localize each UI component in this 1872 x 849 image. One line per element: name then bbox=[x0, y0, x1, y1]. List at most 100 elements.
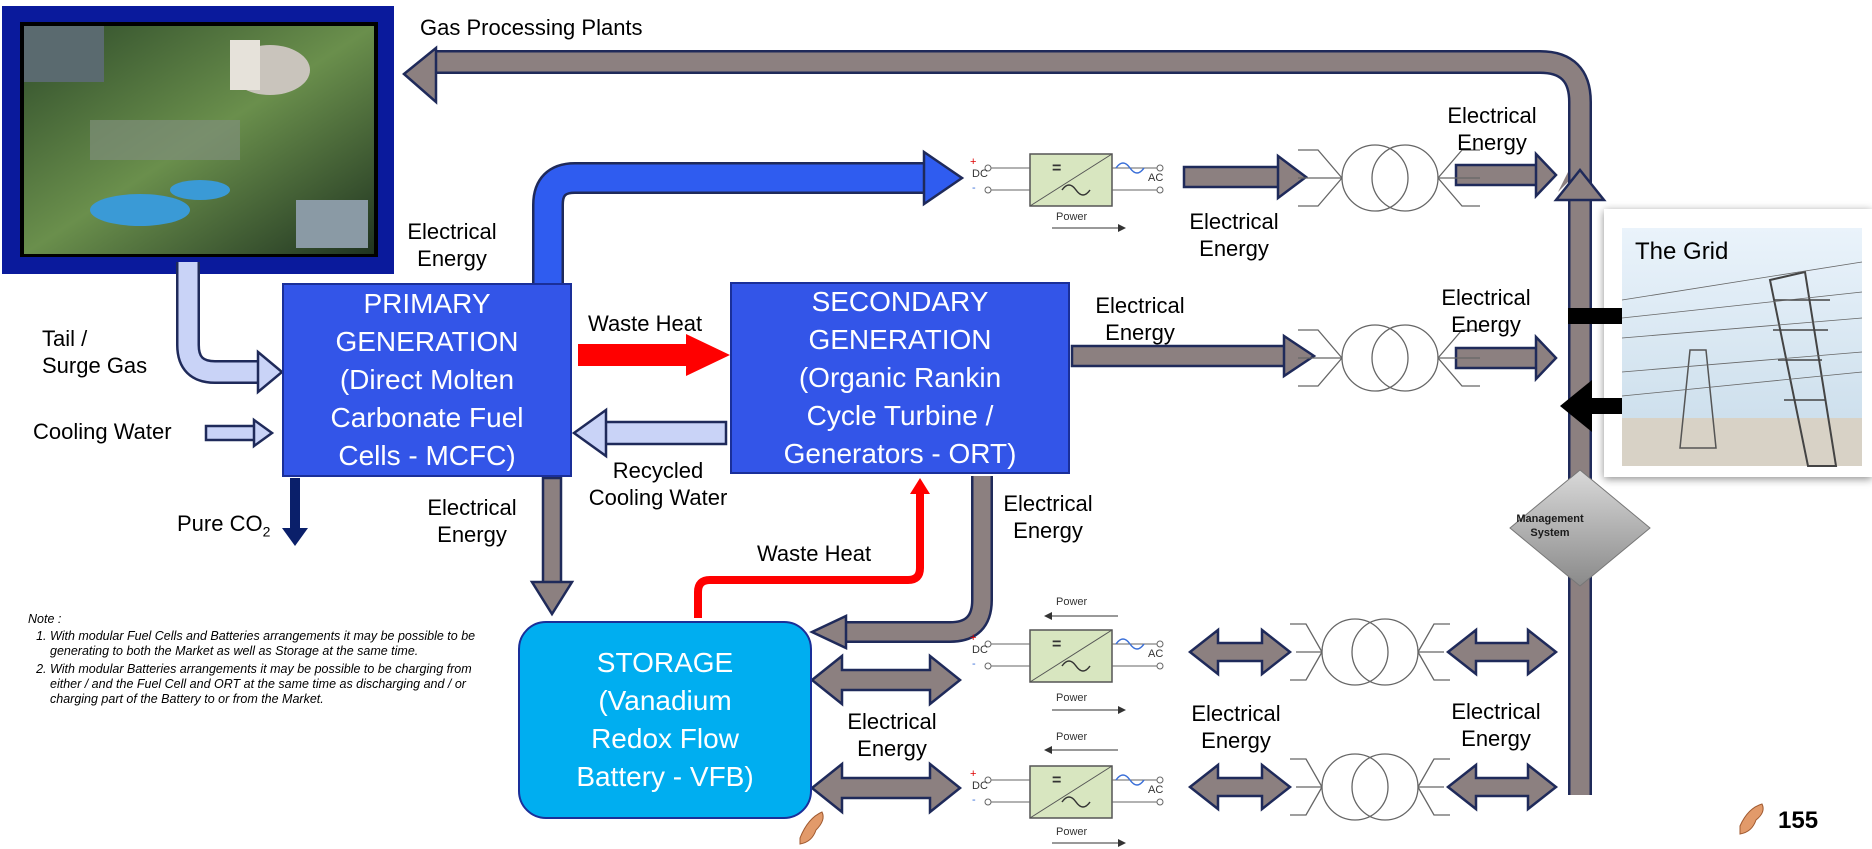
management-diamond bbox=[1509, 469, 1651, 587]
elec-primary-bottom-label: Electrical Energy bbox=[422, 494, 522, 548]
page-number: 155 bbox=[1778, 807, 1819, 834]
transformer-mid-to-bus-arrow bbox=[1454, 333, 1558, 383]
inverter-top-to-transformer-arrow bbox=[1182, 153, 1309, 201]
storage-line-1: STORAGE bbox=[596, 647, 734, 678]
elec-inverter-top-label: Electrical Energy bbox=[1184, 208, 1284, 262]
inv3-ac: AC bbox=[1148, 784, 1164, 796]
transformer-top-to-bus-arrow bbox=[1454, 150, 1558, 200]
elec-primary-bottom-1: Electrical bbox=[427, 495, 517, 520]
inverter-bottom-2 bbox=[984, 746, 1164, 847]
elec-bottom-right-1: Electrical bbox=[1451, 699, 1541, 724]
secondary-to-transformer-arrow bbox=[1070, 333, 1317, 379]
gas-plant-image bbox=[2, 6, 394, 274]
power-lines-picture bbox=[1621, 228, 1863, 467]
elec-secondary-right-2: Energy bbox=[1105, 320, 1175, 345]
secondary-to-storage-arrow bbox=[809, 476, 993, 650]
waste-heat-1-label: Waste Heat bbox=[588, 311, 703, 336]
inv2-plus: + bbox=[970, 632, 977, 644]
waste-heat-2-label: Waste Heat bbox=[756, 541, 872, 566]
pure-co2-sub: 2 bbox=[262, 523, 271, 540]
inv1-eq: = bbox=[1052, 160, 1062, 177]
inv1-ac: AC bbox=[1148, 172, 1164, 184]
secondary-generation-box: SECONDARY GENERATION (Organic Rankin Cyc… bbox=[730, 282, 1070, 474]
transformer-bus-arrow-2 bbox=[1445, 762, 1559, 812]
tail-surge-line-1: Tail / bbox=[42, 326, 88, 351]
storage-box: STORAGE (Vanadium Redox Flow Battery - V… bbox=[518, 621, 812, 819]
elec-primary-bottom-2: Energy bbox=[437, 522, 507, 547]
note-item-2: With modular Batteries arrangements it m… bbox=[50, 662, 480, 707]
recycled-line-2: Cooling Water bbox=[588, 485, 728, 510]
elec-bottom-mid-1: Electrical bbox=[1191, 701, 1281, 726]
primary-to-storage-arrow bbox=[529, 476, 575, 617]
cooling-water-label: Cooling Water bbox=[33, 419, 172, 444]
management-line-2: System bbox=[1530, 527, 1570, 539]
inv3-power-top: Power bbox=[1056, 731, 1088, 743]
elec-bus-top-label: Electrical Energy bbox=[1442, 102, 1542, 156]
elec-storage-2: Energy bbox=[857, 736, 927, 761]
storage-line-4: Battery - VFB) bbox=[576, 761, 754, 792]
primary-line-3: (Direct Molten bbox=[339, 364, 515, 395]
inv1-power: Power bbox=[1056, 211, 1088, 223]
secondary-line-3: (Organic Rankin bbox=[798, 362, 1002, 393]
inverter-transformer-arrow-2 bbox=[1187, 762, 1293, 812]
inv1-minus: - bbox=[972, 182, 976, 194]
primary-line-5: Cells - MCFC) bbox=[338, 440, 516, 471]
secondary-line-2: GENERATION bbox=[808, 324, 992, 355]
elec-bus-mid-label: Electrical Energy bbox=[1436, 284, 1536, 338]
shoe-icon bbox=[1739, 803, 1764, 835]
inverter-transformer-arrow-1 bbox=[1187, 627, 1293, 677]
inv2-dc: DC bbox=[972, 644, 988, 656]
elec-bottom-mid-label: Electrical Energy bbox=[1186, 700, 1286, 754]
primary-line-1: PRIMARY bbox=[363, 288, 491, 319]
elec-bus-mid-2: Energy bbox=[1451, 312, 1521, 337]
elec-inverter-top-2: Energy bbox=[1199, 236, 1269, 261]
elec-primary-top-1: Electrical bbox=[407, 219, 497, 244]
co2-arrow bbox=[282, 478, 308, 546]
inv3-dc: DC bbox=[972, 780, 988, 792]
note-item-1: With modular Fuel Cells and Batteries ar… bbox=[50, 629, 480, 659]
inv2-minus: - bbox=[972, 658, 976, 670]
inv2-eq: = bbox=[1052, 636, 1062, 653]
elec-secondary-bottom-1: Electrical bbox=[1003, 491, 1093, 516]
storage-inverter-arrow-1 bbox=[809, 653, 963, 707]
management-system-label: Management System bbox=[1490, 512, 1610, 540]
inv3-minus: - bbox=[972, 794, 976, 806]
elec-bottom-right-2: Energy bbox=[1461, 726, 1531, 751]
gas-plants-label: Gas Processing Plants bbox=[420, 15, 643, 40]
inv1-dc: DC bbox=[972, 168, 988, 180]
transformer-bottom-2 bbox=[1290, 753, 1450, 821]
storage-inverter-arrow-2 bbox=[809, 761, 963, 815]
inverter-bottom-1 bbox=[984, 612, 1164, 714]
tail-surge-line-2: Surge Gas bbox=[42, 353, 148, 378]
pure-co2-label: Pure CO2 bbox=[177, 510, 270, 545]
cooling-water-arrow bbox=[204, 417, 275, 449]
elec-storage-1: Electrical bbox=[847, 709, 937, 734]
secondary-line-1: SECONDARY bbox=[811, 286, 989, 317]
transformer-bottom-1 bbox=[1290, 618, 1450, 686]
storage-line-3: Redox Flow bbox=[591, 723, 739, 754]
waste-heat-arrow-1 bbox=[578, 334, 730, 376]
recycled-water-arrow bbox=[571, 407, 728, 459]
note-list: With modular Fuel Cells and Batteries ar… bbox=[28, 629, 480, 707]
inv3-power-bottom: Power bbox=[1056, 826, 1088, 838]
elec-secondary-bottom-label: Electrical Energy bbox=[998, 490, 1098, 544]
inverter-top bbox=[984, 153, 1164, 232]
transformer-top bbox=[1298, 144, 1480, 212]
inv3-plus: + bbox=[970, 768, 977, 780]
tail-gas-arrow bbox=[176, 262, 284, 395]
elec-bottom-mid-2: Energy bbox=[1201, 728, 1271, 753]
secondary-line-4: Cycle Turbine / bbox=[806, 400, 994, 431]
inv2-power-bottom: Power bbox=[1056, 692, 1088, 704]
inv1-plus: + bbox=[970, 156, 977, 168]
elec-bus-mid-1: Electrical bbox=[1441, 285, 1531, 310]
management-line-1: Management bbox=[1516, 513, 1584, 525]
elec-bus-top-2: Energy bbox=[1457, 130, 1527, 155]
elec-bottom-right-label: Electrical Energy bbox=[1446, 698, 1546, 752]
recycled-water-label: Recycled Cooling Water bbox=[578, 457, 738, 511]
inv3-eq: = bbox=[1052, 772, 1062, 789]
elec-secondary-right-label: Electrical Energy bbox=[1090, 292, 1190, 346]
tail-surge-label: Tail / Surge Gas bbox=[42, 325, 147, 379]
primary-line-4: Carbonate Fuel bbox=[330, 402, 524, 433]
elec-primary-top-label: Electrical Energy bbox=[402, 218, 502, 272]
